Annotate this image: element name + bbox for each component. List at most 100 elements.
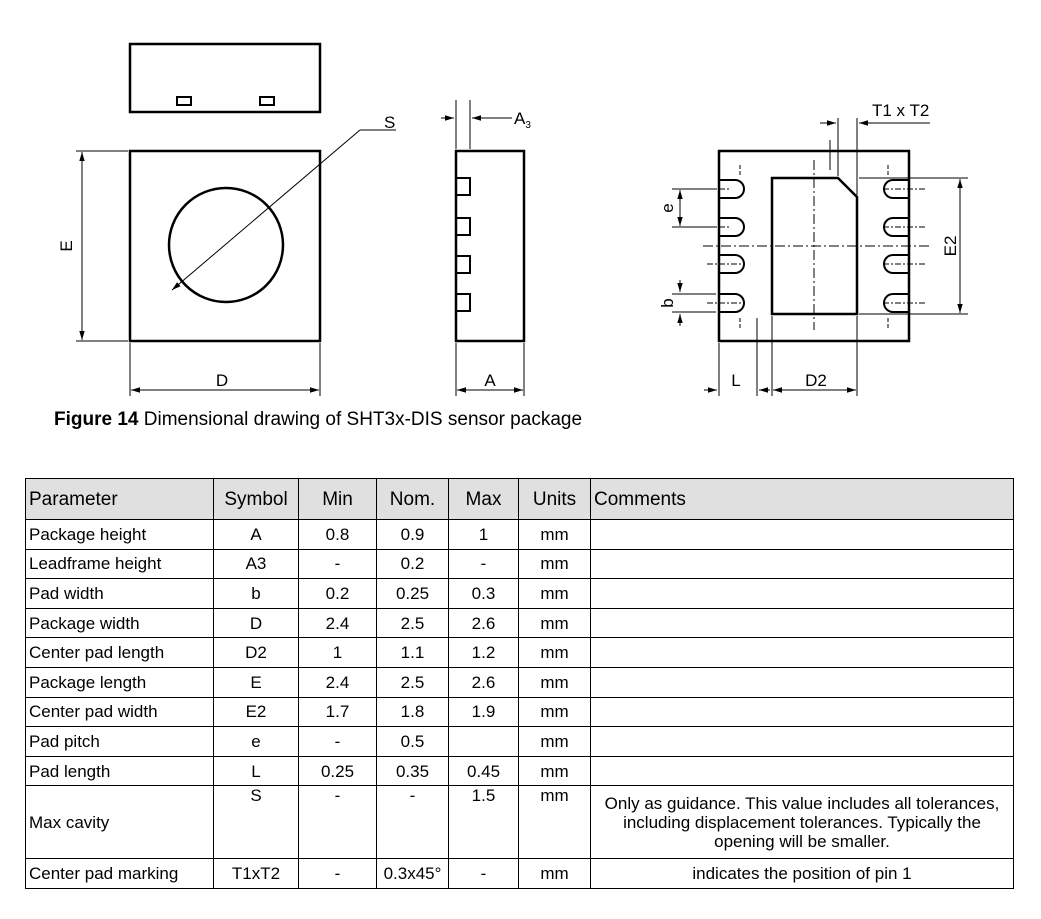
cell-max (448, 726, 519, 757)
cell-min: 0.2 (298, 578, 377, 609)
cell-parameter: Pad width (25, 578, 214, 609)
cell-comments: indicates the position of pin 1 (590, 858, 1014, 889)
cell-symbol: e (213, 726, 299, 757)
cell-units: mm (518, 726, 591, 757)
table-header-row: Parameter Symbol Min Nom. Max Units Comm… (25, 478, 1014, 520)
table-row: Center pad marking T1xT2 - 0.3x45° - mm … (25, 858, 1014, 889)
cell-parameter: Pad pitch (25, 726, 214, 757)
dim-label-E2: E2 (941, 236, 960, 257)
cell-units: mm (518, 858, 591, 889)
cell-min: 2.4 (298, 666, 377, 698)
cell-parameter: Center pad width (25, 696, 214, 728)
cell-comments (590, 755, 1014, 787)
bottom-view (672, 118, 968, 396)
dim-label-E: E (57, 240, 76, 251)
cell-max: 2.6 (448, 607, 519, 639)
cell-min: - (298, 548, 377, 580)
header-units: Units (518, 478, 591, 520)
dim-label-D: D (216, 371, 228, 390)
table-row: Package length E 2.4 2.5 2.6 mm (25, 666, 1014, 698)
cell-comments (590, 548, 1014, 580)
cell-symbol: A3 (213, 548, 299, 580)
cell-nom: - (376, 785, 449, 860)
cell-symbol: T1xT2 (213, 858, 299, 889)
cavity-circle (167, 186, 285, 304)
cell-nom: 1.8 (376, 696, 449, 728)
dim-label-A: A (484, 371, 496, 390)
cell-units: mm (518, 755, 591, 787)
cell-max: 0.45 (448, 755, 519, 787)
cell-comments (590, 519, 1014, 550)
cell-nom: 2.5 (376, 607, 449, 639)
cell-parameter: Leadframe height (25, 548, 214, 580)
cell-comments (590, 726, 1014, 757)
cell-symbol: E (213, 666, 299, 698)
cell-symbol: D (213, 607, 299, 639)
cell-nom: 0.5 (376, 726, 449, 757)
table-row: Leadframe height A3 - 0.2 - mm (25, 548, 1014, 580)
cell-comments (590, 666, 1014, 698)
table-row: Package height A 0.8 0.9 1 mm (25, 519, 1014, 550)
cell-units: mm (518, 519, 591, 550)
cell-min: 0.25 (298, 755, 377, 787)
cell-units: mm (518, 637, 591, 668)
cell-units: mm (518, 607, 591, 639)
header-symbol: Symbol (213, 478, 299, 520)
cell-units: mm (518, 578, 591, 609)
dim-label-T1xT2: T1 x T2 (872, 101, 929, 120)
dimensions-table: Parameter Symbol Min Nom. Max Units Comm… (25, 478, 1014, 889)
cell-min: 2.4 (298, 607, 377, 639)
dim-label-D2: D2 (805, 371, 827, 390)
cell-nom: 1.1 (376, 637, 449, 668)
cell-min: - (298, 858, 377, 889)
dim-label-A3: A3 (514, 109, 531, 131)
cell-max: 2.6 (448, 666, 519, 698)
cell-min: - (298, 785, 377, 860)
cell-parameter: Center pad marking (25, 858, 214, 889)
cell-max: 1.5 (448, 785, 519, 860)
cell-nom: 0.9 (376, 519, 449, 550)
cell-parameter: Center pad length (25, 637, 214, 668)
cell-comments (590, 578, 1014, 609)
cell-comments (590, 696, 1014, 728)
figure-caption-text: Dimensional drawing of SHT3x-DIS sensor … (138, 409, 583, 430)
cell-nom: 0.2 (376, 548, 449, 580)
table-row: Pad pitch e - 0.5 mm (25, 726, 1014, 757)
cell-comments (590, 607, 1014, 639)
header-max: Max (448, 478, 519, 520)
cell-symbol: S (213, 785, 299, 860)
table-row: Package width D 2.4 2.5 2.6 mm (25, 607, 1014, 639)
table-row: Center pad length D2 1 1.1 1.2 mm (25, 637, 1014, 668)
cell-symbol: D2 (213, 637, 299, 668)
cell-parameter: Max cavity (25, 785, 214, 860)
table-row: Center pad width E2 1.7 1.8 1.9 mm (25, 696, 1014, 728)
cell-nom: 0.25 (376, 578, 449, 609)
table-row: Pad length L 0.25 0.35 0.45 mm (25, 755, 1014, 787)
cell-min: 1.7 (298, 696, 377, 728)
side-view (128, 42, 322, 114)
cell-parameter: Package height (25, 519, 214, 550)
header-comments: Comments (590, 478, 1014, 520)
package-drawing: S E D A3 A (57, 42, 968, 396)
figure-caption: Figure 14 Dimensional drawing of SHT3x-D… (54, 409, 582, 431)
cell-comments: Only as guidance. This value includes al… (590, 785, 1014, 860)
dim-label-b: b (658, 298, 677, 307)
cell-symbol: L (213, 755, 299, 787)
cell-min: 0.8 (298, 519, 377, 550)
dim-label-S: S (384, 113, 395, 132)
cell-max: 1 (448, 519, 519, 550)
top-view (76, 129, 396, 396)
cell-units: mm (518, 785, 591, 860)
cell-comments (590, 637, 1014, 668)
cell-symbol: b (213, 578, 299, 609)
cell-min: - (298, 726, 377, 757)
cell-max: - (448, 548, 519, 580)
dim-label-e: e (658, 203, 677, 212)
cell-symbol: E2 (213, 696, 299, 728)
cell-parameter: Package length (25, 666, 214, 698)
cell-max: 1.9 (448, 696, 519, 728)
cell-max: - (448, 858, 519, 889)
header-nom: Nom. (376, 478, 449, 520)
table-row: Pad width b 0.2 0.25 0.3 mm (25, 578, 1014, 609)
header-min: Min (298, 478, 377, 520)
